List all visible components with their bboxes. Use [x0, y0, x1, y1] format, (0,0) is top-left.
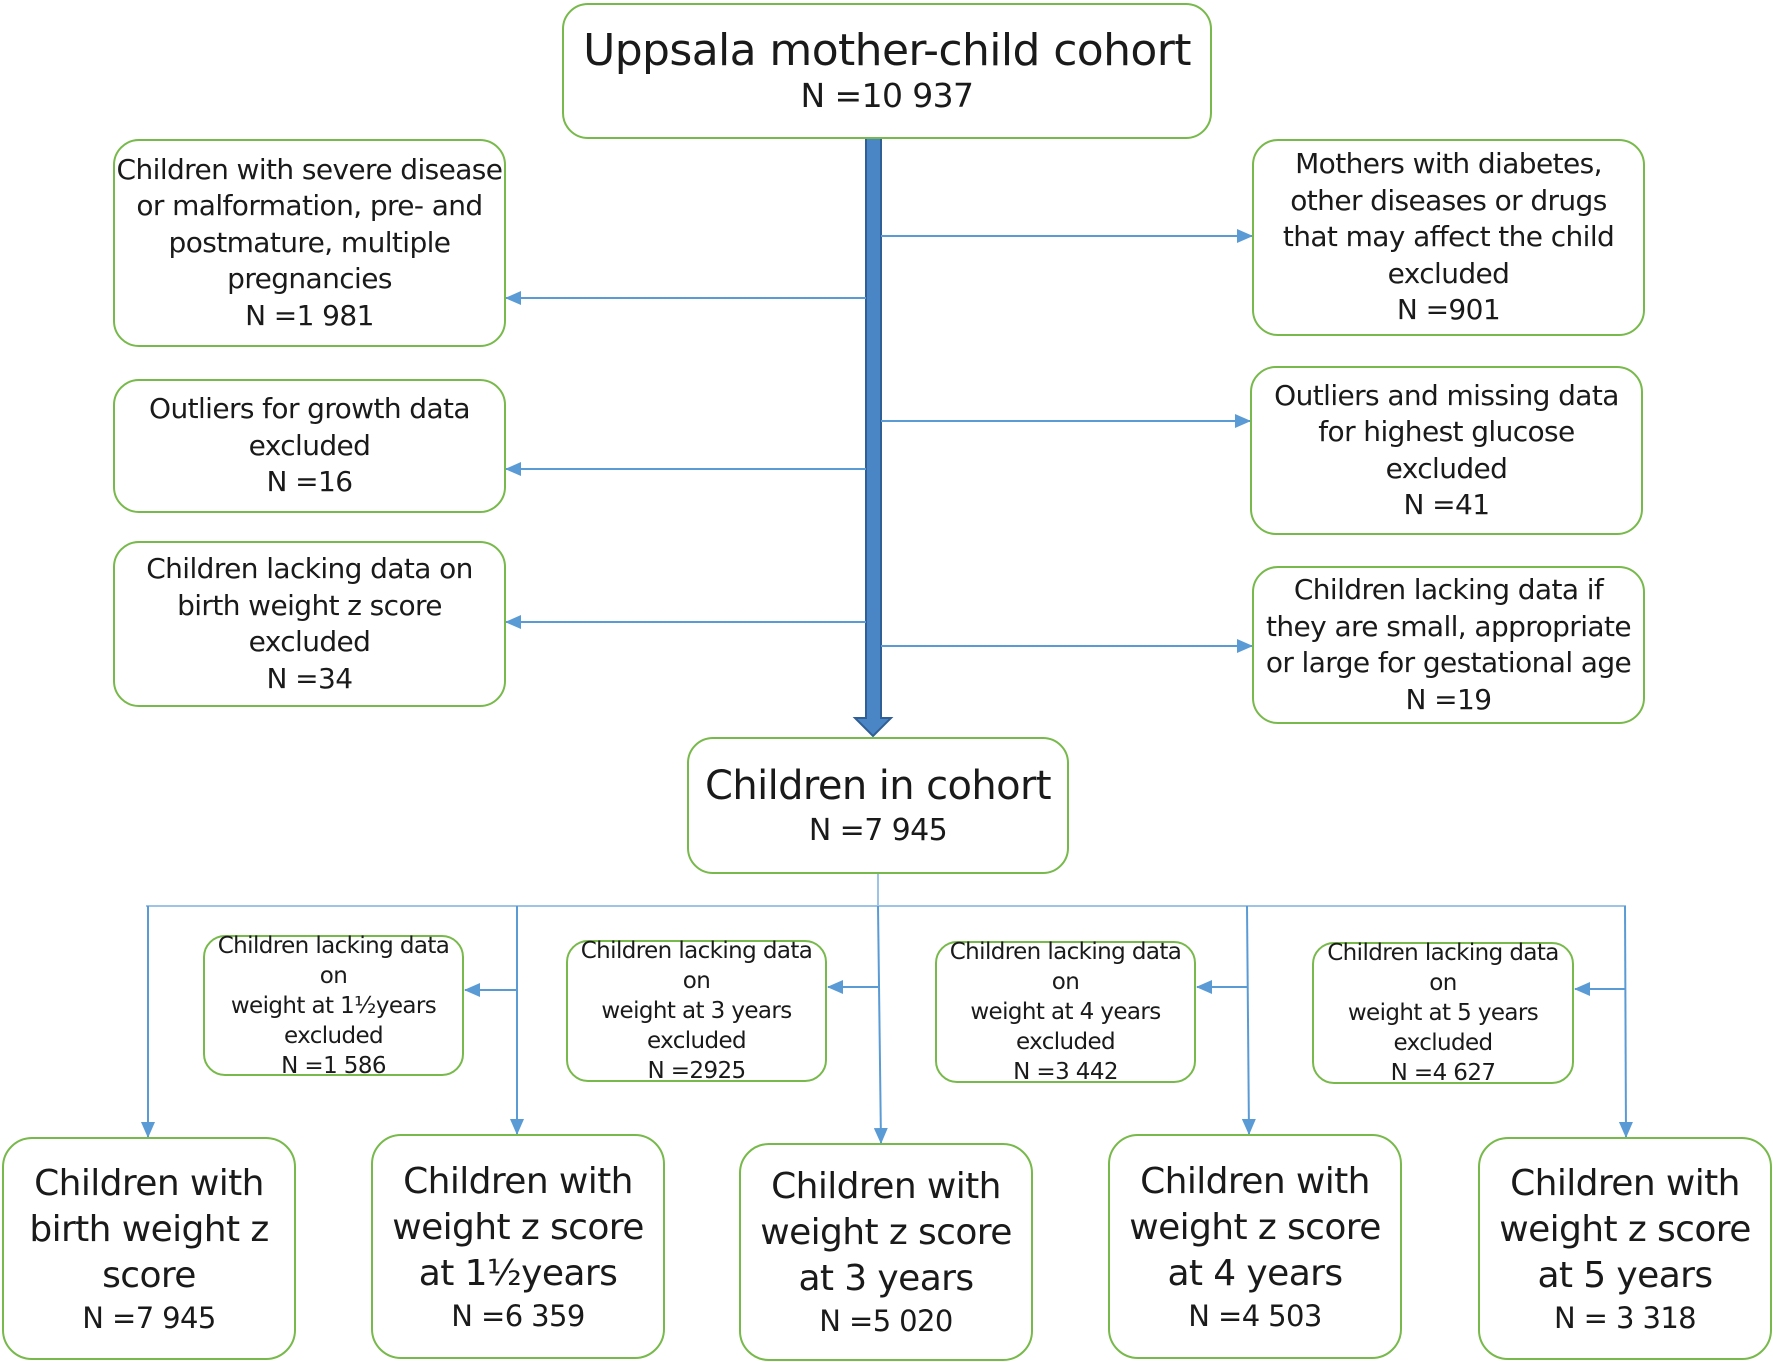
main-trunk-arrow [852, 137, 894, 738]
exclusion-count: N =3 442 [1013, 1059, 1118, 1085]
result-text-line: weight z score [760, 1212, 1012, 1253]
right-exclusion-box-1: Mothers with diabetes, other diseases or… [1252, 139, 1645, 336]
exclusion-count: N =4 627 [1390, 1060, 1496, 1086]
exclusion-text-line: Outliers and missing data [1274, 378, 1619, 412]
result-text-line: weight z score [1129, 1206, 1381, 1248]
cohort-count: N =10 937 [800, 76, 975, 115]
right-exclusion-box-3: Children lacking data if they are small,… [1252, 566, 1645, 724]
result-box-4-years: Children with weight z score at 4 years … [1108, 1134, 1402, 1359]
result-text-line: Children with [403, 1160, 633, 1202]
left-exclusion-box-2: Outliers for growth data excluded N =16 [113, 379, 506, 513]
result-count: N =4 503 [1188, 1298, 1322, 1333]
exclusion-text-line: Children lacking data on [1327, 940, 1559, 996]
arrow-to-result-5-years [1618, 905, 1633, 1138]
result-box-1-5-years: Children with weight z score at 1½years … [371, 1134, 665, 1359]
exclusion-text-line: excluded [646, 1028, 747, 1054]
result-box-3-years: Children with weight z score at 3 years … [739, 1143, 1033, 1361]
exclusion-text-line: Children lacking data on [580, 938, 813, 994]
exclusion-text-line: birth weight z score [177, 588, 442, 622]
result-text-line: score [102, 1254, 196, 1296]
exclusion-count: N =19 [1405, 682, 1493, 716]
arrow-to-result-4-years [1241, 905, 1256, 1135]
followup-exclusion-box-3-years: Children lacking data on weight at 3 yea… [566, 938, 827, 1084]
exclusion-text-line: pregnancies [227, 262, 392, 296]
exclusion-count: N =16 [266, 465, 354, 499]
result-text-line: Children with [771, 1166, 1001, 1207]
result-text-line: Children with [1510, 1162, 1740, 1204]
exclusion-text-line: excluded [1393, 1030, 1493, 1056]
exclusion-text-line: postmature, multiple [168, 225, 452, 259]
children-in-cohort-box: Children in cohort N =7 945 [687, 737, 1069, 874]
exclusion-count: N =34 [266, 661, 354, 695]
children-in-cohort-title: Children in cohort [705, 762, 1052, 809]
exclusion-text-line: Children with severe disease [116, 152, 503, 186]
right-exclusion-box-2: Outliers and missing data for highest gl… [1250, 366, 1643, 535]
left-exclusion-box-1: Children with severe disease or malforma… [113, 139, 506, 347]
exclusion-text-line: weight at 1½years [230, 992, 437, 1019]
cohort-title: Uppsala mother-child cohort [583, 25, 1191, 76]
exclusion-text-line: weight at 3 years [601, 998, 792, 1024]
result-box-birth-weight: Children with birth weight z score N =7 … [2, 1137, 296, 1360]
exclusion-count: N =2925 [647, 1058, 746, 1084]
exclusion-text-line: excluded [1387, 256, 1510, 290]
exclusion-text-line: for highest glucose [1318, 415, 1575, 448]
exclusion-text-line: excluded [1385, 451, 1508, 485]
exclusion-text-line: Children lacking data on [949, 939, 1182, 995]
result-text-line: at 3 years [798, 1258, 974, 1299]
exclusion-text-line: excluded [283, 1022, 384, 1049]
result-text-line: Children with [34, 1162, 264, 1204]
exclusion-text-line: that may affect the child [1282, 220, 1615, 254]
followup-exclusion-box-4-years: Children lacking data on weight at 4 yea… [935, 939, 1196, 1085]
exclusion-text-line: weight at 4 years [970, 999, 1161, 1025]
result-text-line: at 5 years [1537, 1254, 1713, 1296]
exclusion-text-line: Outliers for growth data [149, 392, 471, 426]
exclusion-text-line: Mothers with diabetes, [1295, 147, 1602, 181]
result-text-line: at 4 years [1167, 1252, 1343, 1294]
exclusion-text-line: Children lacking data if [1293, 573, 1604, 606]
result-box-5-years: Children with weight z score at 5 years … [1478, 1137, 1772, 1360]
result-count: N = 3 318 [1553, 1300, 1697, 1335]
exclusion-text-line: they are small, appropriate [1266, 609, 1632, 643]
left-exclusion-box-3: Children lacking data on birth weight z … [113, 541, 506, 707]
exclusion-text-line: Children lacking data on [217, 932, 450, 989]
result-count: N =7 945 [82, 1300, 216, 1335]
result-text-line: weight z score [1499, 1208, 1751, 1250]
result-count: N =6 359 [451, 1298, 585, 1333]
exclusion-text-line: weight at 5 years [1347, 1000, 1539, 1026]
cohort-box: Uppsala mother-child cohort N =10 937 [562, 3, 1212, 139]
exclusion-text-line: excluded [248, 625, 371, 658]
result-text-line: at 1½years [418, 1252, 618, 1294]
children-in-cohort-count: N =7 945 [808, 812, 948, 848]
result-count: N =5 020 [819, 1304, 953, 1338]
followup-exclusion-box-5-years: Children lacking data on weight at 5 yea… [1312, 940, 1574, 1086]
exclusion-count: N =1 586 [281, 1052, 386, 1079]
result-text-line: birth weight z [29, 1208, 269, 1250]
exclusion-text-line: or malformation, pre- and [136, 189, 483, 223]
exclusion-text-line: excluded [1015, 1029, 1116, 1055]
exclusion-count: N =1 981 [245, 298, 374, 332]
arrow-to-result-3-years [873, 905, 888, 1144]
exclusion-count: N =901 [1396, 293, 1501, 327]
exclusion-text-line: excluded [248, 428, 371, 462]
followup-exclusion-box-1-5-years: Children lacking data on weight at 1½yea… [203, 933, 464, 1079]
exclusion-count: N =41 [1403, 488, 1491, 521]
exclusion-text-line: Children lacking data on [146, 552, 473, 585]
result-text-line: Children with [1140, 1160, 1370, 1202]
exclusion-text-line: other diseases or drugs [1290, 183, 1607, 217]
result-text-line: weight z score [392, 1206, 644, 1248]
exclusion-text-line: or large for gestational age [1265, 646, 1632, 679]
